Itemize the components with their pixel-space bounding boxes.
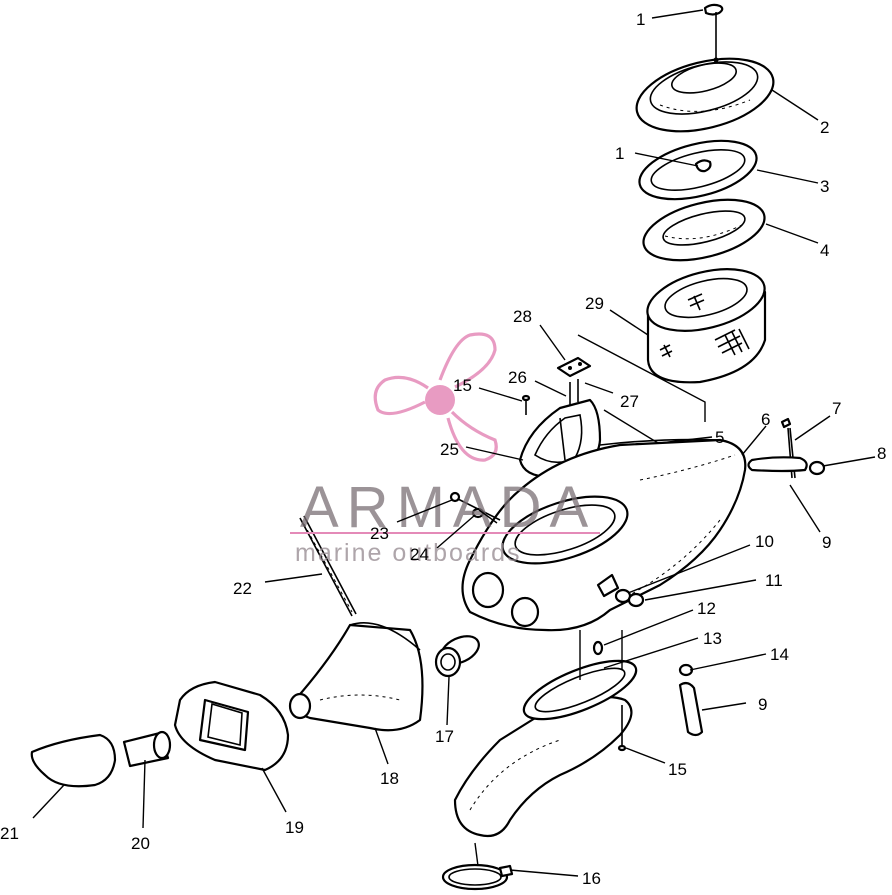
- fitting-12: [592, 640, 604, 656]
- hose-clamp-16: [441, 863, 514, 891]
- screw-upper: [521, 394, 531, 415]
- studs: [569, 379, 579, 405]
- callout-11: 11: [765, 571, 783, 590]
- callout-labels: 1 2 1 3 4 29 28 26 27 15 5 6 7 8 9 25 23…: [0, 10, 886, 888]
- callout-5: 5: [715, 428, 724, 447]
- callout-24: 24: [410, 545, 429, 564]
- callout-8: 8: [877, 444, 886, 463]
- tube-20: [122, 730, 172, 768]
- callout-15-lower: 15: [668, 760, 687, 779]
- callout-4: 4: [820, 241, 829, 260]
- callout-26: 26: [508, 368, 527, 387]
- air-box-housing: [461, 438, 747, 632]
- callout-16: 16: [582, 869, 601, 888]
- parts-layer: [30, 3, 826, 891]
- adapter-19: [173, 680, 290, 772]
- callout-1-top: 1: [636, 10, 645, 29]
- air-cleaner-cover: [635, 57, 775, 133]
- callout-22: 22: [233, 579, 252, 598]
- callout-20: 20: [131, 834, 150, 853]
- callout-21: 21: [0, 824, 19, 843]
- callout-28: 28: [513, 307, 532, 326]
- mounting-plate: [556, 356, 592, 378]
- watermark-brand: ARMADA: [300, 475, 596, 540]
- cap-21: [30, 733, 117, 788]
- drain-fittings: [596, 573, 645, 608]
- intake-funnel: [288, 622, 424, 732]
- callout-3: 3: [820, 177, 829, 196]
- callout-6: 6: [761, 410, 770, 429]
- callout-1-second: 1: [615, 144, 624, 163]
- callout-15-upper: 15: [453, 376, 472, 395]
- callout-10: 10: [755, 532, 774, 551]
- callout-17: 17: [435, 727, 454, 746]
- callout-18: 18: [380, 769, 399, 788]
- grommet-17: [434, 635, 480, 678]
- callout-2: 2: [820, 118, 829, 137]
- leader-lines: [32, 9, 876, 877]
- watermark-tagline: marine outboards: [295, 539, 522, 567]
- callout-25: 25: [440, 440, 459, 459]
- filter-element: [646, 268, 767, 384]
- lower-duct: [453, 659, 638, 838]
- callout-12: 12: [697, 599, 716, 618]
- callout-29: 29: [585, 294, 604, 313]
- callout-27: 27: [620, 392, 639, 411]
- callout-7: 7: [832, 399, 841, 418]
- callout-13: 13: [703, 629, 722, 648]
- hose-lower: [678, 663, 704, 737]
- gasket-ring: [638, 139, 758, 201]
- wing-nut-top: [703, 3, 724, 58]
- hose-upper: [747, 456, 826, 476]
- pre-filter: [642, 198, 766, 262]
- callout-19: 19: [285, 818, 304, 837]
- callout-23: 23: [370, 524, 389, 543]
- callout-9-upper: 9: [822, 533, 831, 552]
- logo-hub: [425, 385, 455, 415]
- armada-watermark: ARMADA marine outboards: [290, 332, 600, 567]
- callout-9-lower: 9: [758, 695, 767, 714]
- logo-blade-top: [438, 332, 497, 389]
- propeller-logo: [373, 332, 498, 462]
- callout-14: 14: [770, 645, 789, 664]
- screw-lower: [617, 705, 627, 752]
- logo-blade-left: [373, 375, 429, 416]
